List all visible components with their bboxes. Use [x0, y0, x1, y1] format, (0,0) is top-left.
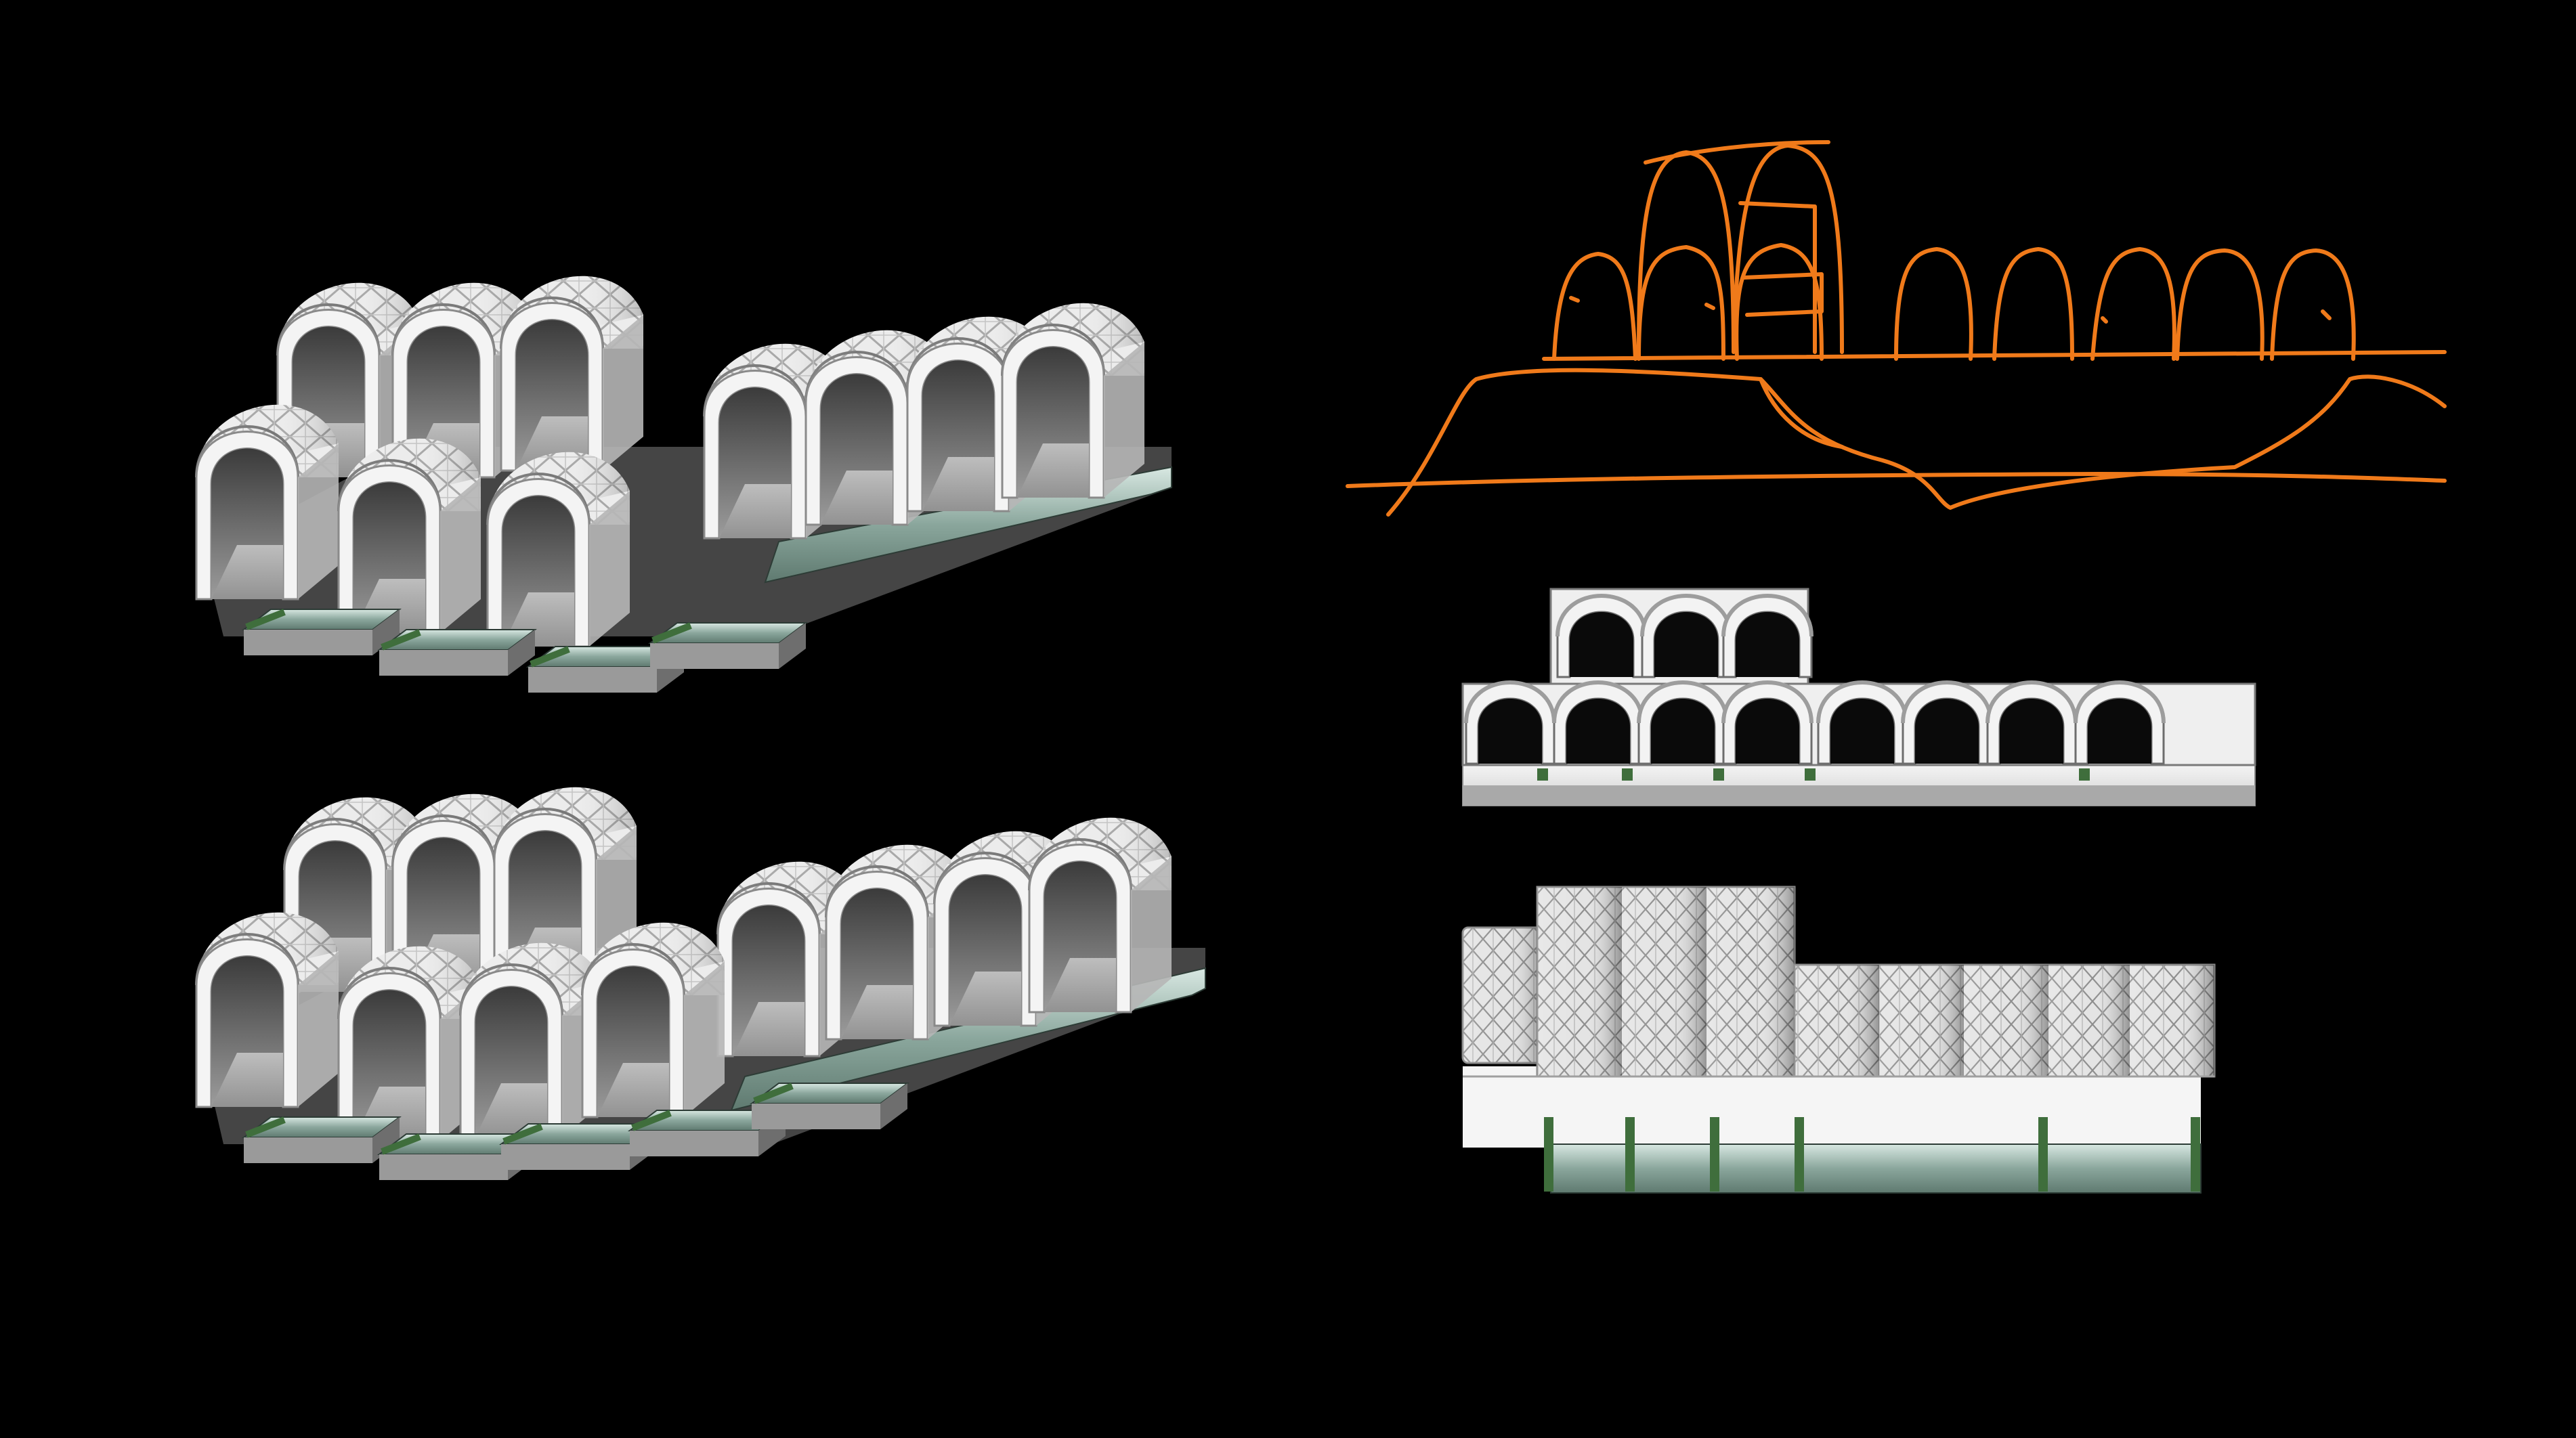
section-base-strip	[1463, 785, 2255, 806]
axo-bottom-glass-base-5	[752, 1083, 907, 1129]
section-lower-arch-6	[1903, 682, 1991, 764]
facade-low-bays	[1793, 963, 2216, 1078]
section-lower-arch-1	[1466, 682, 1554, 764]
section-lower-arch-8	[2076, 682, 2164, 764]
sketch-upper-arches	[1637, 140, 1844, 354]
section-planters	[1537, 768, 2090, 781]
sketch-ground-line	[1346, 472, 2447, 488]
facade-planting-columns	[1544, 1117, 2200, 1192]
section-lower-arch-2	[1554, 682, 1642, 764]
axo-top-front-vault-3	[486, 450, 631, 648]
axo-top-glass-base-4	[650, 623, 806, 669]
axo-top-front-vault-2	[337, 437, 482, 634]
facade-left-low-bay	[1461, 926, 1544, 1064]
concept-sketch	[1346, 140, 2447, 517]
axo-top-upper-vault-3	[500, 274, 645, 472]
sketch-lower-arches	[1552, 243, 2356, 361]
section-lower-arch-7	[1988, 682, 2076, 764]
axo-bottom-wing-vault-4	[1028, 816, 1173, 1014]
axonometric-view-top	[195, 274, 1172, 693]
axo-top-glass-base-1	[244, 609, 400, 655]
sketch-scribbles	[1569, 296, 2332, 449]
facade-elevation	[1461, 886, 2216, 1194]
axo-bottom-glass-base-1	[244, 1117, 400, 1163]
sketch-hill	[1386, 368, 2447, 517]
section-lower-arch-4	[1723, 682, 1811, 764]
section-upper-arch-2	[1642, 596, 1730, 677]
axo-top-front-vault-1	[195, 403, 340, 601]
axo-top-glass-base-2	[379, 630, 535, 676]
axo-bottom-front-vault-4	[581, 921, 726, 1118]
section-elevation	[1461, 588, 2256, 806]
axonometric-view-bottom	[195, 785, 1206, 1180]
facade-glass-band	[1550, 1143, 2202, 1194]
axo-bottom-front-vault-1	[195, 911, 340, 1108]
facade-white-plinth	[1463, 1066, 2201, 1148]
facade-tall-bays	[1536, 886, 1796, 1078]
section-lower-arch-5	[1818, 682, 1906, 764]
axo-top-wing-vault-4	[1001, 301, 1146, 499]
axo-bottom-right-wing-vaults	[716, 816, 1173, 1058]
section-upper-arch-3	[1723, 596, 1811, 677]
section-upper-arch-1	[1558, 596, 1646, 677]
section-lower-arch-3	[1639, 682, 1727, 764]
sketch-baseline	[1542, 350, 2447, 361]
